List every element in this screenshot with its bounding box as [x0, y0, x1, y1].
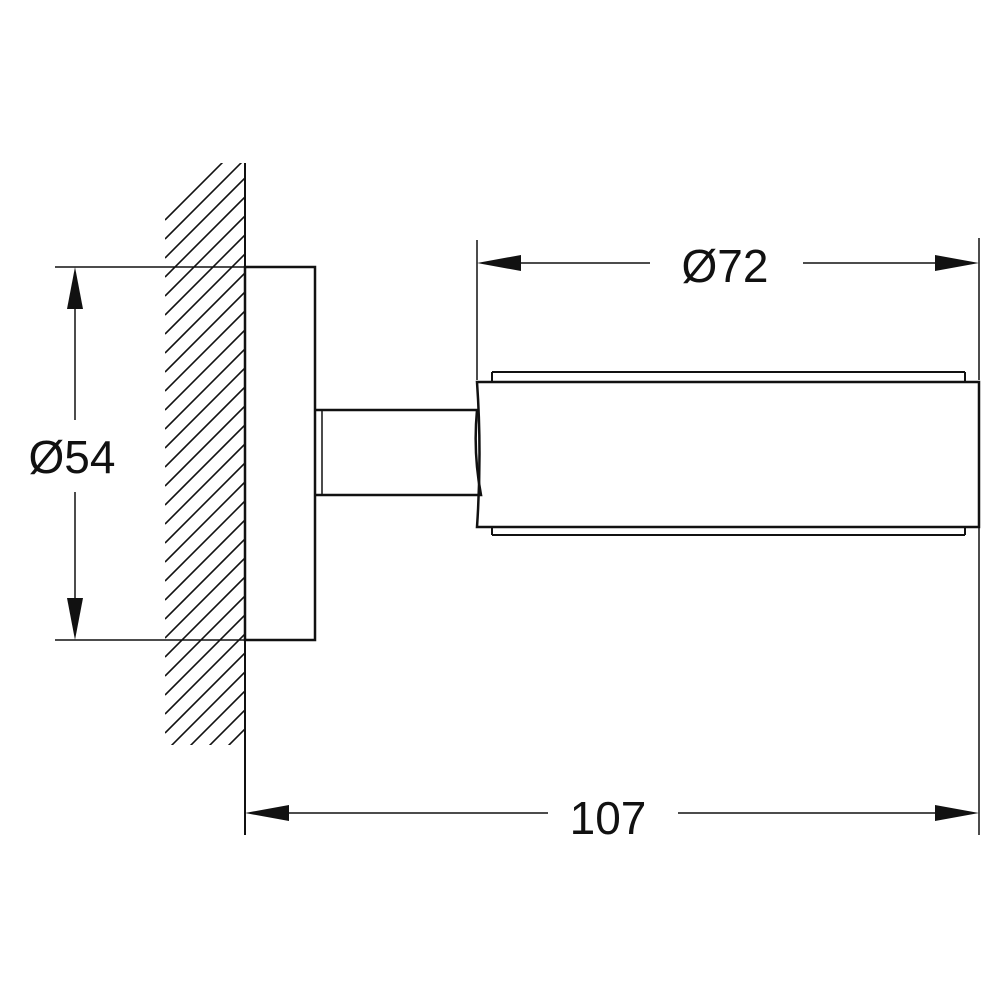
hatch-line — [165, 405, 245, 487]
hatch-line — [208, 709, 245, 745]
hatch-line — [170, 671, 245, 745]
projection-label: 107 — [570, 792, 647, 844]
hatch-line — [165, 329, 245, 411]
hatch-line — [165, 786, 245, 866]
wall-hatching — [165, 163, 245, 923]
dimension-base-diameter — [55, 266, 245, 641]
hatch-line — [227, 728, 245, 745]
hatch-line — [165, 843, 245, 923]
arrowhead-down — [67, 598, 83, 640]
hatch-line — [165, 163, 243, 240]
hatch-line — [165, 538, 245, 620]
hatch-line — [165, 310, 245, 392]
arrowhead-right — [935, 805, 979, 821]
hatch-line — [165, 805, 245, 885]
arrowhead-left — [477, 255, 521, 271]
hatch-line — [165, 386, 245, 468]
hatch-line — [165, 614, 245, 696]
hatch-line — [165, 767, 245, 847]
arrowhead-up — [67, 267, 83, 309]
hatch-line — [165, 824, 245, 904]
hatch-line — [165, 272, 245, 354]
hatch-line — [189, 690, 245, 745]
stem — [315, 408, 483, 497]
dimension-projection — [245, 527, 980, 835]
arrowhead-left — [245, 805, 289, 821]
hatch-line — [165, 652, 245, 734]
hatch-line — [165, 633, 245, 715]
hatch-line — [165, 163, 224, 221]
hatch-line — [165, 196, 245, 278]
cup-diameter-label: Ø72 — [682, 240, 769, 292]
hatch-line — [165, 481, 245, 563]
hatch-line — [165, 519, 245, 601]
hatch-line — [165, 748, 245, 828]
hatch-line — [165, 462, 245, 544]
hatch-line — [165, 424, 245, 506]
hatch-line — [165, 500, 245, 582]
hatch-line — [165, 291, 245, 373]
hatch-line — [165, 177, 245, 259]
hatch-line — [165, 576, 245, 658]
arrowhead-right — [935, 255, 979, 271]
base-rosette — [243, 265, 317, 642]
hatch-line — [165, 348, 245, 430]
hatch-line — [165, 557, 245, 639]
dimension-cup-diameter — [476, 238, 980, 380]
hatch-line — [165, 215, 245, 297]
hatch-line — [165, 367, 245, 449]
hatch-line — [165, 595, 245, 677]
hatch-line — [165, 234, 245, 316]
base-diameter-label: Ø54 — [29, 431, 116, 483]
holder-cup — [475, 371, 981, 536]
hatch-line — [165, 443, 245, 525]
